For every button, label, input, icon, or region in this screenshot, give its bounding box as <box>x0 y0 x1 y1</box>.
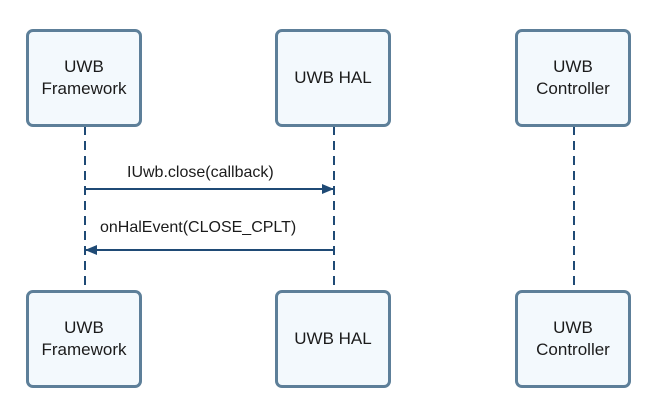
participant-label-line1: UWB <box>553 57 593 76</box>
participant-label-line1: UWB <box>64 57 104 76</box>
participant-label-line2: Controller <box>536 340 610 359</box>
message-label-close: IUwb.close(callback) <box>127 164 274 181</box>
participant-uwb-framework-bottom: UWB Framework <box>26 290 142 388</box>
participant-uwb-controller-bottom: UWB Controller <box>515 290 631 388</box>
participant-uwb-controller-top: UWB Controller <box>515 29 631 127</box>
participant-uwb-framework-top: UWB Framework <box>26 29 142 127</box>
participant-label: UWB HAL <box>294 68 372 87</box>
participant-label-line2: Framework <box>41 79 127 98</box>
participant-uwb-hal-top: UWB HAL <box>275 29 391 127</box>
message-label-close-cplt: onHalEvent(CLOSE_CPLT) <box>100 219 297 236</box>
participant-label-line2: Controller <box>536 79 610 98</box>
participant-label-line1: UWB <box>553 318 593 337</box>
participant-label-line1: UWB <box>64 318 104 337</box>
participant-label: UWB HAL <box>294 329 372 348</box>
participant-label-line2: Framework <box>41 340 127 359</box>
participant-uwb-hal-bottom: UWB HAL <box>275 290 391 388</box>
